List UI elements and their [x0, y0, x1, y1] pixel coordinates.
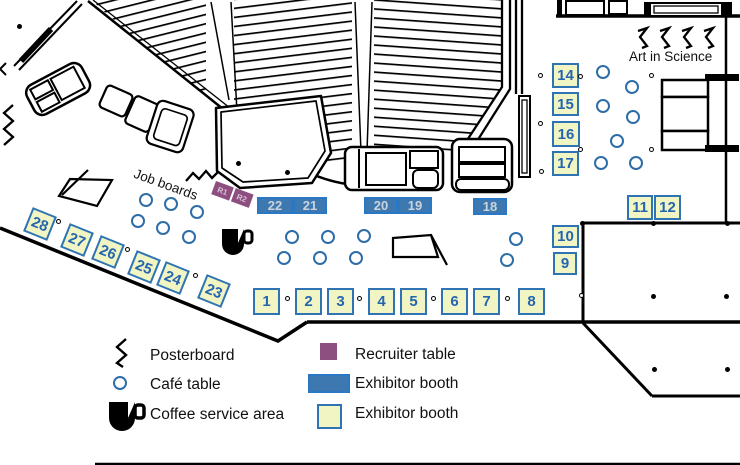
cafe-table-icon — [596, 65, 611, 80]
vestibule-b — [450, 137, 514, 194]
top-right-rooms — [556, 0, 740, 18]
booth-7: 7 — [473, 288, 500, 315]
cafe-table-icon — [285, 230, 300, 245]
booth-15: 15 — [552, 92, 579, 116]
cafe-table-icon — [156, 221, 171, 236]
cafe-table-icon — [190, 205, 205, 220]
cafe-table-icon — [610, 134, 625, 149]
junction-dot — [578, 292, 584, 298]
right-entrance-doors — [660, 17, 739, 223]
cafe-table-icon — [321, 230, 336, 245]
cafe-table-icon — [629, 156, 644, 171]
booth-10: 10 — [552, 225, 579, 248]
cafe-table-icon — [164, 197, 179, 212]
cafe-table-icon — [509, 232, 524, 247]
junction-dot — [538, 168, 544, 174]
coffee-cup-icon — [222, 229, 254, 255]
column-dot — [284, 169, 290, 175]
legend-coffee-cup-icon — [109, 402, 146, 431]
thin-wall — [518, 95, 531, 178]
column-dot — [16, 23, 22, 29]
booth-16: 16 — [552, 121, 580, 147]
booth-8: 8 — [518, 288, 545, 315]
column-dot — [650, 220, 656, 226]
junction-dot — [284, 295, 290, 301]
cafe-table-icon — [131, 214, 146, 229]
column-dot — [235, 160, 241, 166]
cafe-table-icon — [626, 110, 641, 125]
junction-dot — [537, 120, 543, 126]
legend-recruiter-label: Recruiter table — [355, 346, 456, 363]
right-corridor — [459, 0, 524, 158]
column-dot — [579, 220, 585, 226]
cafe-table-icon — [500, 253, 515, 268]
legend-recruiter-swatch — [320, 343, 337, 360]
cafe-table-icon — [182, 230, 197, 245]
vestibule-a — [343, 145, 445, 192]
junction-dot — [504, 295, 510, 301]
booth-6: 6 — [441, 288, 468, 315]
column-dot — [651, 366, 657, 372]
cafe-table-icon — [625, 80, 640, 95]
legend-exhibitor-blue-label: Exhibitor booth — [355, 375, 459, 392]
booth-21: 21 — [293, 197, 327, 214]
junction-dot — [648, 72, 654, 78]
junction-dot — [356, 295, 362, 301]
cafe-table-icon — [313, 251, 328, 266]
booth-3: 3 — [327, 288, 354, 315]
left-band-wall — [13, 0, 83, 71]
junction-dot — [192, 272, 198, 278]
furniture-tables — [57, 169, 448, 266]
junction-dot — [537, 72, 543, 78]
column-dot — [650, 293, 656, 299]
legend-coffee-service-label: Coffee service area — [150, 406, 285, 423]
legend-posterboard-label: Posterboard — [150, 347, 235, 364]
junction-dot — [577, 146, 583, 152]
legend-cafe-table-label: Café table — [150, 376, 221, 393]
booth-12: 12 — [654, 195, 681, 220]
booth-17: 17 — [552, 151, 579, 176]
column-dot — [724, 366, 730, 372]
column-dot — [723, 293, 729, 299]
cafe-table-icon — [596, 99, 611, 114]
cafe-table-icon — [357, 229, 372, 244]
art-in-science-label: Art in Science — [629, 49, 713, 64]
legend-exhibitor-yellow-label: Exhibitor booth — [355, 405, 459, 422]
column-dot — [724, 220, 730, 226]
stage-structure — [24, 61, 92, 117]
booth-9: 9 — [553, 252, 577, 275]
booth-2: 2 — [295, 288, 322, 315]
booth-1: 1 — [253, 288, 280, 315]
front-boxes — [98, 84, 195, 154]
cafe-table-icon — [139, 193, 154, 208]
junction-dot — [577, 73, 583, 79]
booth-4: 4 — [368, 288, 395, 315]
cafe-table-icon — [113, 376, 128, 391]
booth-5: 5 — [400, 288, 427, 315]
junction-dot — [55, 218, 61, 224]
booth-22: 22 — [257, 197, 293, 214]
lobby-vestibule — [214, 94, 333, 190]
junction-dot — [648, 146, 654, 152]
booth-18: 18 — [473, 198, 507, 215]
legend-exhibitor-yellow-swatch — [317, 404, 342, 429]
posterboard-icons — [0, 25, 717, 368]
booth-19: 19 — [398, 197, 432, 214]
booth-20: 20 — [364, 197, 398, 214]
legend-exhibitor-blue-swatch — [308, 374, 350, 393]
cafe-table-icon — [277, 251, 292, 266]
hall-walls — [0, 221, 740, 465]
booth-14: 14 — [552, 63, 579, 88]
booth-11: 11 — [627, 195, 653, 220]
junction-dot — [430, 295, 436, 301]
cafe-table-icon — [594, 156, 609, 171]
cafe-table-icon — [349, 251, 364, 266]
junction-dot — [124, 246, 130, 252]
